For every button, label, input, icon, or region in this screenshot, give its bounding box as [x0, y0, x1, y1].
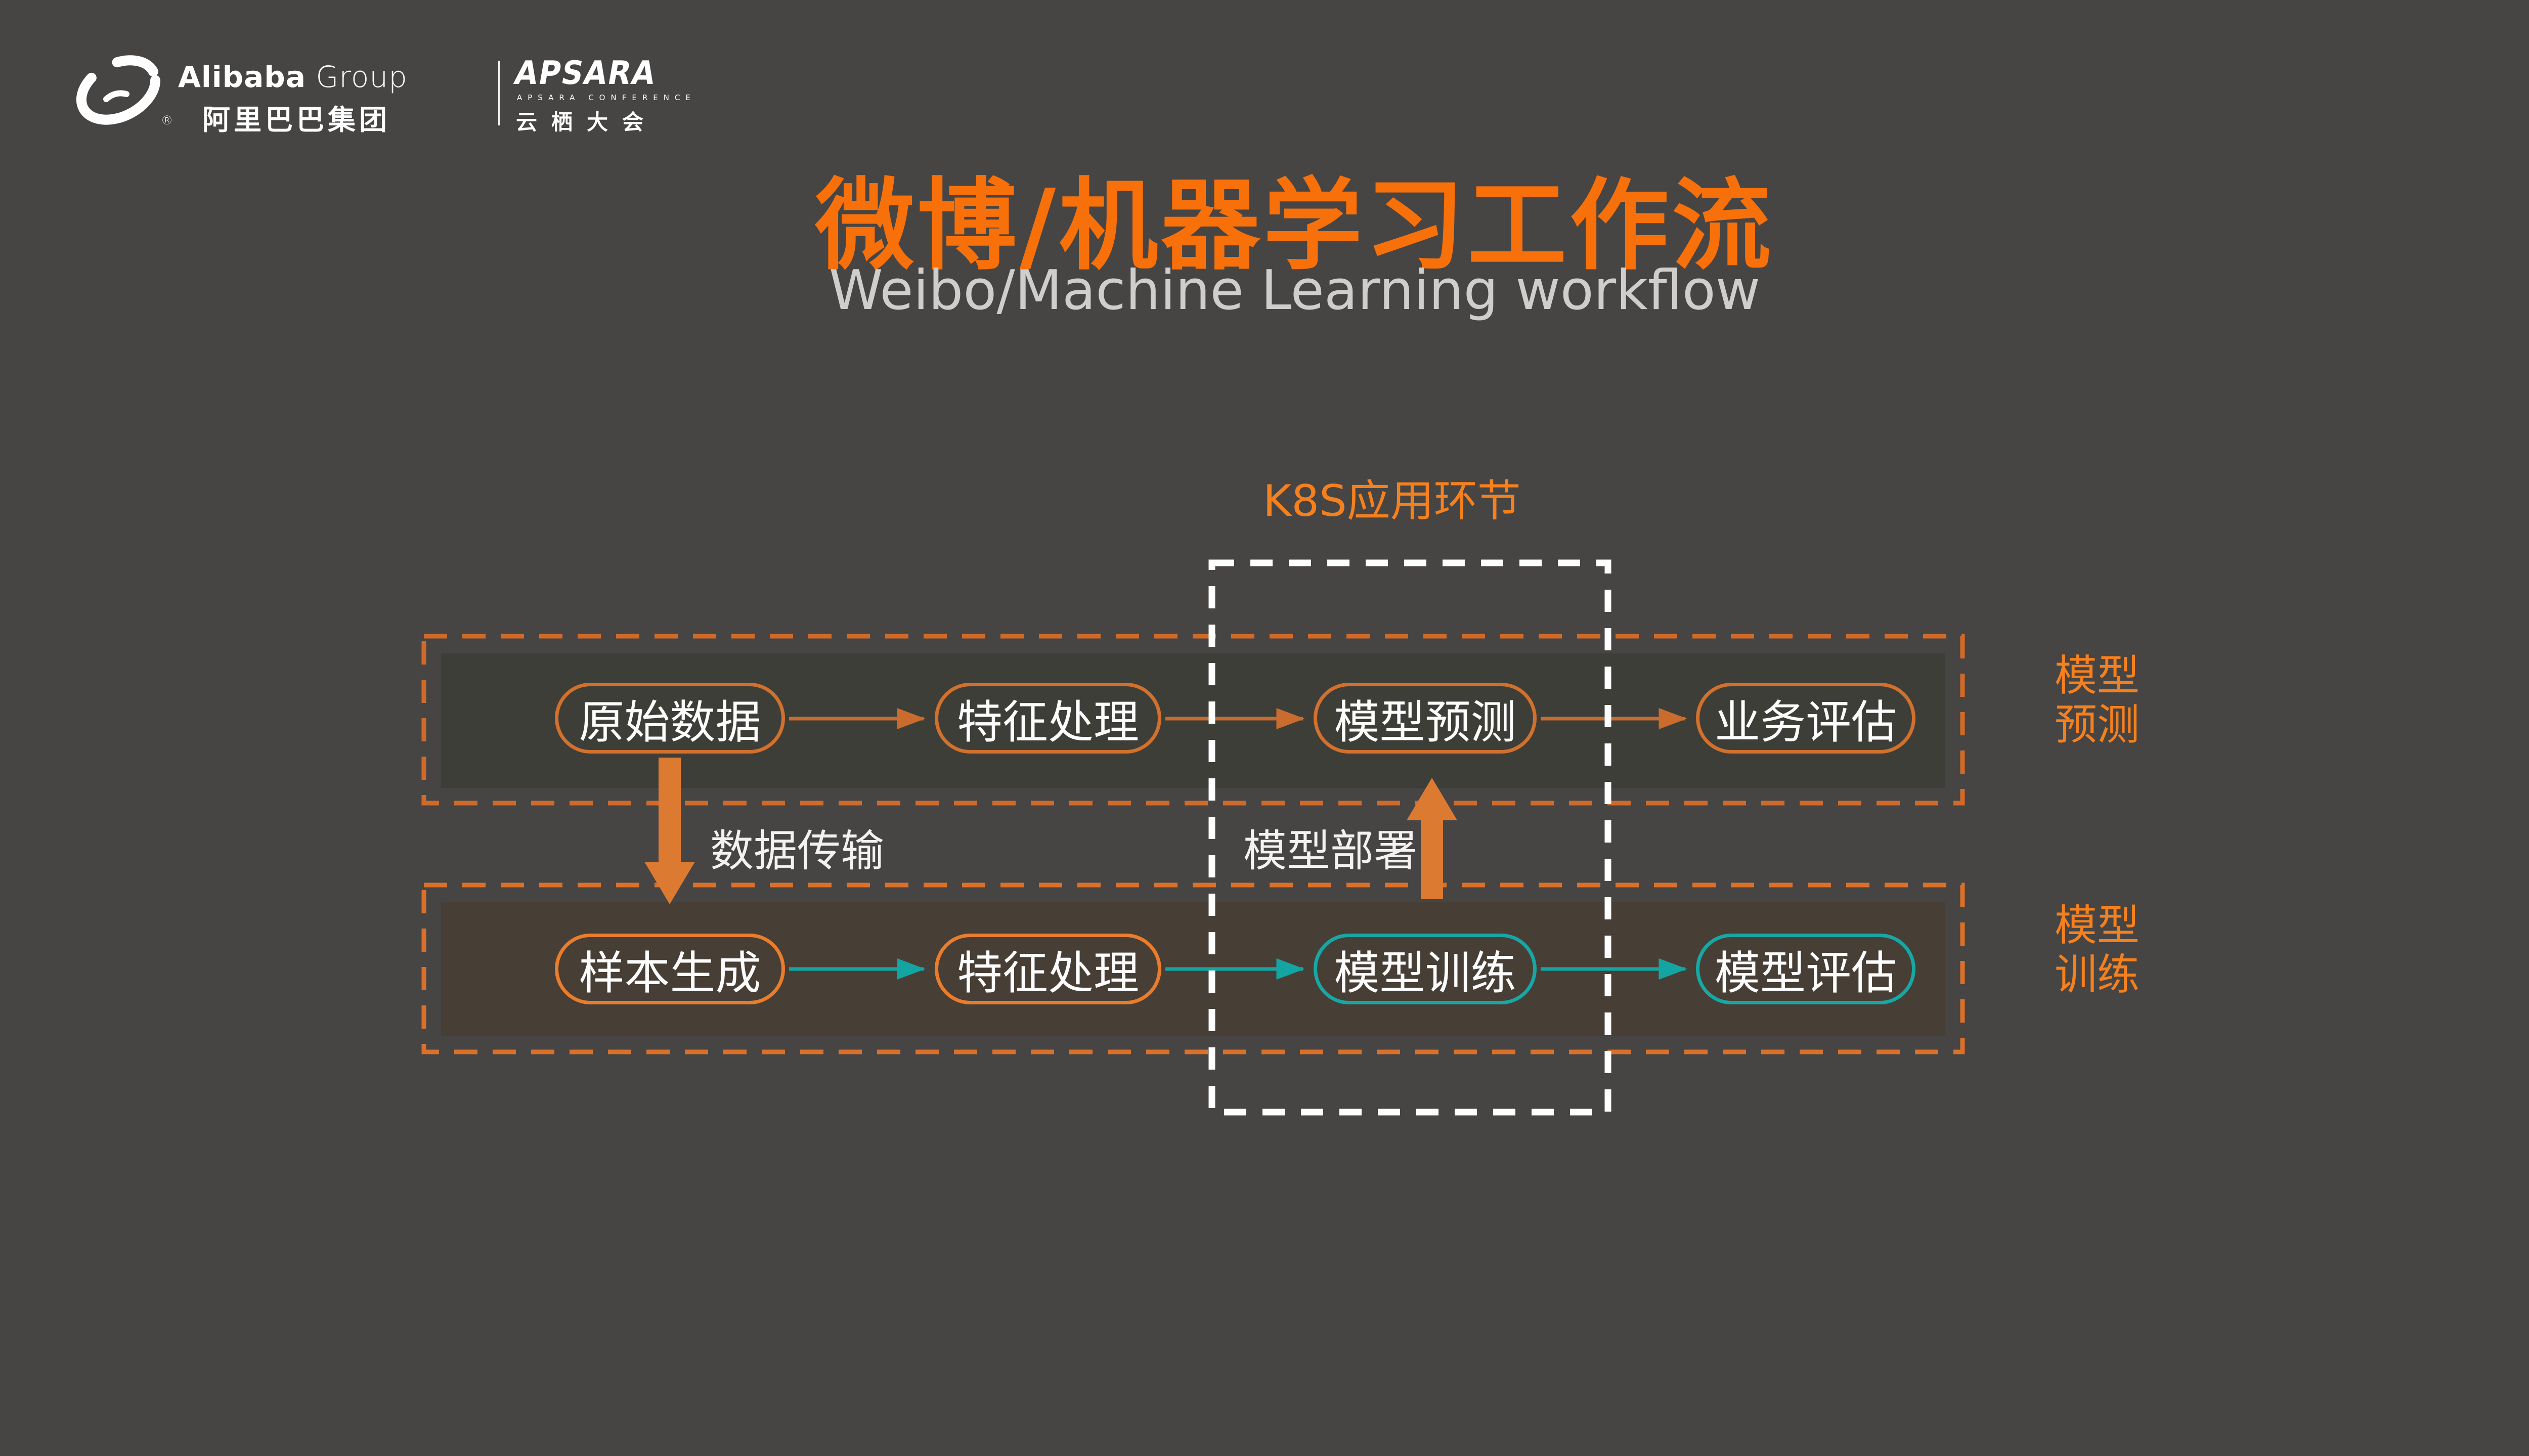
side-label-model-training: 模型 训练 — [2055, 901, 2140, 1000]
data-transfer-label: 数据传输 — [710, 826, 884, 876]
node-business-evaluation: 业务评估 — [1696, 683, 1915, 754]
node-feature-processing-prediction: 特征处理 — [935, 683, 1161, 754]
side-label-line: 模型 — [2055, 901, 2140, 950]
node-label: 样本生成 — [579, 947, 761, 1000]
node-label: 特征处理 — [957, 696, 1139, 749]
node-label: 业务评估 — [1715, 696, 1897, 749]
node-feature-processing-training: 特征处理 — [935, 934, 1161, 1004]
side-label-line: 预测 — [2055, 700, 2140, 750]
model-deploy-label: 模型部署 — [1243, 826, 1417, 876]
side-label-line: 模型 — [2055, 651, 2140, 700]
k8s-zone-dashed-box — [1208, 559, 1611, 1116]
prediction-panel-fill — [441, 653, 1945, 788]
apsara-wordmark: APSARA — [511, 55, 660, 92]
apsara-chinese-wordmark: 云栖大会 — [516, 110, 658, 135]
alibaba-chinese-wordmark: 阿里巴巴集团 — [202, 104, 391, 136]
node-label: 模型训练 — [1334, 947, 1516, 1000]
node-model-prediction: 模型预测 — [1314, 683, 1537, 754]
node-model-training: 模型训练 — [1314, 934, 1537, 1004]
page-title: 微博/机器学习工作流 — [815, 168, 1774, 284]
side-label-model-prediction: 模型 预测 — [2055, 651, 2140, 750]
node-label: 模型预测 — [1334, 696, 1516, 749]
node-raw-data: 原始数据 — [555, 683, 785, 754]
node-label: 模型评估 — [1715, 947, 1897, 1000]
side-label-line: 训练 — [2055, 950, 2140, 1000]
alibaba-group-wordmark: Alibaba Group — [178, 60, 408, 94]
k8s-zone-label: K8S应用环节 — [1263, 476, 1521, 526]
prediction-panel-dashed-border — [421, 634, 1965, 806]
alibaba-name: Alibaba — [178, 60, 306, 94]
alibaba-logo-icon — [76, 55, 161, 125]
node-sample-generation: 样本生成 — [555, 934, 785, 1004]
node-model-evaluation: 模型评估 — [1696, 934, 1915, 1004]
node-label: 特征处理 — [957, 947, 1139, 1000]
page-subtitle: Weibo/Machine Learning workflow — [829, 259, 1761, 322]
logo-divider — [498, 61, 500, 125]
node-label: 原始数据 — [579, 696, 761, 749]
training-panel-dashed-border — [421, 883, 1965, 1054]
registered-trademark-symbol: ® — [161, 113, 173, 127]
model-deploy-up-arrow — [1407, 778, 1457, 899]
data-transfer-down-arrow — [644, 758, 695, 904]
apsara-conference-label: APSARA CONFERENCE — [517, 93, 696, 102]
alibaba-suffix: Group — [316, 60, 408, 94]
